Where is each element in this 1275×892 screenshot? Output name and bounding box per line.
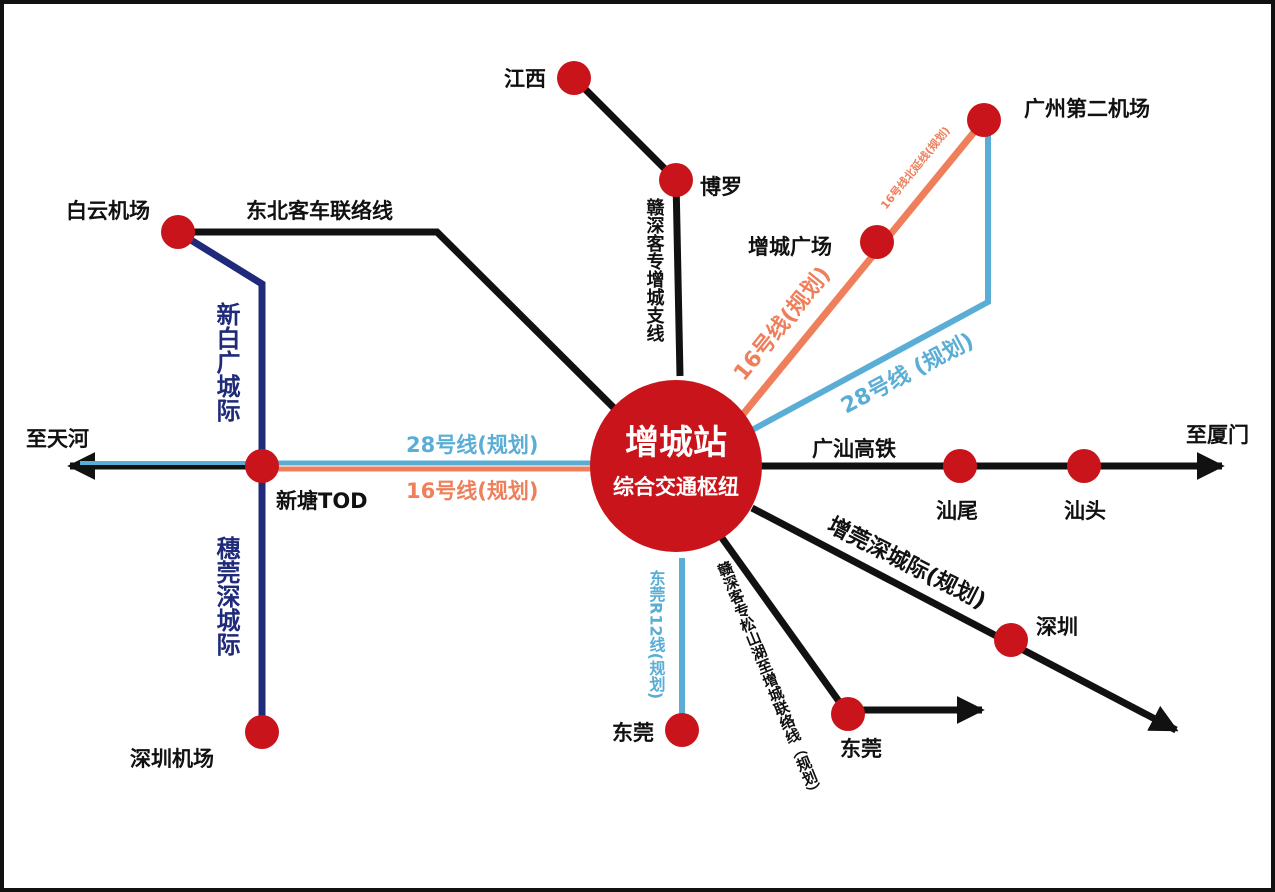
label-zengguanshen: 增莞深城际(规划) [823,512,990,614]
hub-subtitle: 综合交通枢纽 [613,475,739,499]
station-xintang-tod[interactable] [245,449,279,483]
label-boluo: 博罗 [700,175,742,199]
label-dongguan-r12-line: 东莞R12线(规划) [647,569,666,699]
station-dongguan-r12[interactable] [665,713,699,747]
label-ganshen-songshanhu: 赣深客专松山湖至增城联络线（规划） [713,558,826,802]
label-shantou: 汕头 [1064,499,1106,523]
label-to-xiamen: 至厦门 [1186,423,1249,447]
line-28-northeast [750,120,991,433]
label-shenzhen-airport: 深圳机场 [130,747,214,771]
station-dongguan[interactable] [831,697,865,731]
station-zengcheng-square[interactable] [860,225,894,259]
label-dongguan: 东莞 [840,737,882,761]
line-northeast-link [178,228,617,411]
label-dongguan-r12: 东莞 [612,721,654,745]
label-line16-w: 16号线(规划) [406,479,538,503]
label-shanwei: 汕尾 [936,499,978,523]
station-shanwei[interactable] [943,449,977,483]
label-gz-second-airport: 广州第二机场 [1024,97,1150,121]
label-xintang-tod: 新塘TOD [276,489,368,513]
label-xinbai-intercity: 新白广城际 [212,301,240,422]
station-jiangxi[interactable] [557,61,591,95]
label-line28-w: 28号线(规划) [406,433,538,457]
hub-name: 增城站 [625,423,727,463]
label-guangshan-hsr: 广汕高铁 [812,437,896,461]
station-shenzhen[interactable] [994,623,1028,657]
label-northeast-link: 东北客车联络线 [246,199,393,223]
station-gz-second-airport[interactable] [967,103,1001,137]
station-baiyun-airport[interactable] [161,215,195,249]
line-16-northeast [737,117,987,421]
station-shantou[interactable] [1067,449,1101,483]
line-ganshen-songshanhu [719,535,851,717]
label-baiyun-airport: 白云机场 [66,199,150,223]
label-suiguanshen-intercity: 穗莞深城际 [212,536,240,656]
label-to-tianhe: 至天河 [26,427,89,451]
line-zengguanshen [750,504,1179,734]
label-shenzhen: 深圳 [1036,615,1078,639]
label-jiangxi: 江西 [504,67,546,91]
station-shenzhen-airport[interactable] [245,715,279,749]
label-zengcheng-square: 增城广场 [748,235,832,259]
hub-circle[interactable] [590,380,762,552]
line-xinbai-intercity [176,229,266,466]
station-boluo[interactable] [659,163,693,197]
label-ganshen-branch: 赣深客专增城支线 [644,197,666,342]
